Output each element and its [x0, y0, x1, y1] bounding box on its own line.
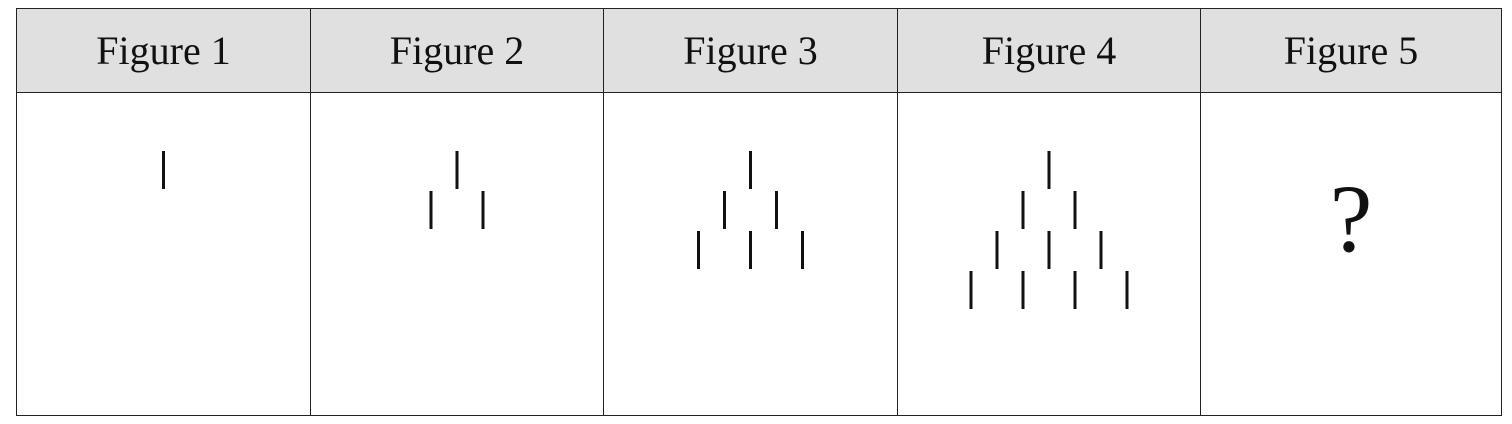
figure-4-label: Figure 4	[981, 28, 1117, 73]
header-cell-2: Figure 2	[311, 9, 604, 92]
figure-4-cell	[898, 93, 1201, 415]
figure-3-cell	[604, 93, 898, 415]
header-row: Figure 1 Figure 2 Figure 3 Figure 4 Figu…	[17, 9, 1501, 93]
figure-3-label: Figure 3	[683, 28, 818, 73]
figure-1-cell	[17, 93, 311, 415]
figure-3-pattern	[697, 151, 804, 269]
header-cell-3: Figure 3	[604, 9, 898, 92]
question-mark: ?	[1329, 165, 1373, 272]
figure-2-label: Figure 2	[389, 28, 525, 73]
figure-2-pattern	[429, 151, 485, 229]
header-cell-5: Figure 5	[1201, 9, 1501, 92]
figure-5-cell: ?	[1201, 93, 1501, 415]
body-row: ?	[17, 93, 1501, 415]
figure-sequence-table: Figure 1 Figure 2 Figure 3 Figure 4 Figu…	[16, 8, 1502, 416]
figure-1-pattern	[162, 151, 165, 189]
figure-4-pattern	[969, 151, 1129, 309]
figure-1-label: Figure 1	[96, 28, 231, 73]
figure-5-label: Figure 5	[1283, 28, 1419, 73]
figure-2-cell	[311, 93, 604, 415]
header-cell-1: Figure 1	[17, 9, 311, 92]
header-cell-4: Figure 4	[898, 9, 1201, 92]
